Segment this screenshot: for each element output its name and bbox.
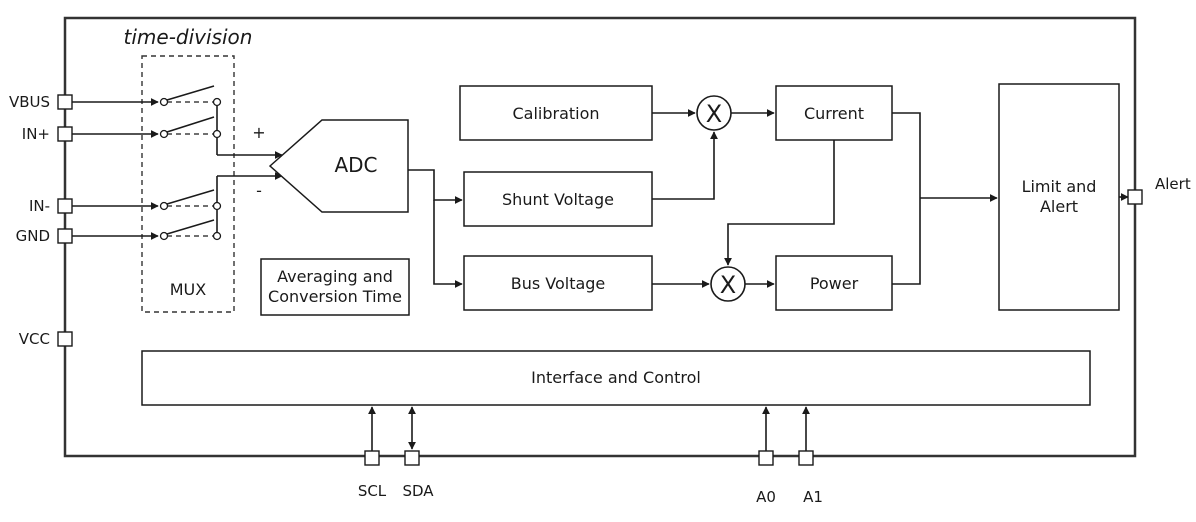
limit-alert-label-line2: Alert — [1040, 197, 1078, 216]
pin-in-plus — [57, 126, 73, 142]
input-lines — [72, 98, 159, 240]
pin-gnd-label: GND — [16, 227, 50, 245]
pin-alert-label: Alert — [1155, 175, 1191, 193]
pin-in-minus-label: IN- — [29, 197, 50, 215]
pin-a1 — [798, 450, 814, 466]
bus-voltage-block — [463, 255, 653, 311]
averaging-label-line1: Averaging and — [277, 267, 393, 286]
adc-block — [268, 119, 409, 213]
limit-alert-block — [998, 83, 1120, 311]
pins — [57, 94, 1143, 466]
pin-a0-label: A0 — [756, 488, 776, 506]
calc-lines — [652, 109, 835, 288]
multiplier-power-symbol: X — [720, 271, 736, 299]
pin-sda — [404, 450, 420, 466]
current-block — [775, 85, 893, 141]
mux-label: MUX — [170, 280, 207, 299]
pin-a0 — [758, 450, 774, 466]
shunt-voltage-block — [463, 171, 653, 227]
averaging-label-line2: Conversion Time — [268, 287, 402, 306]
calibration-label: Calibration — [512, 104, 599, 123]
pin-in-plus-label: IN+ — [22, 125, 50, 143]
power-label: Power — [810, 274, 859, 293]
adc-output-lines — [408, 169, 463, 288]
shunt-voltage-label: Shunt Voltage — [502, 190, 614, 209]
adc-plus-sign: + — [252, 123, 265, 142]
averaging-block — [260, 258, 410, 316]
mux-to-adc-lines — [217, 151, 283, 180]
pin-vbus — [57, 94, 73, 110]
limit-input-lines — [892, 112, 998, 285]
calibration-block — [459, 85, 653, 141]
current-label: Current — [804, 104, 864, 123]
limit-alert-label-line1: Limit and — [1022, 177, 1097, 196]
pin-vcc-label: VCC — [19, 330, 50, 348]
pin-alert — [1127, 189, 1143, 205]
mux-switches — [159, 85, 222, 241]
pin-vcc — [57, 331, 73, 347]
bus-lines — [368, 406, 810, 453]
pin-in-minus — [57, 198, 73, 214]
multiplier-power: X — [710, 266, 746, 302]
multiplier-current-symbol: X — [706, 100, 722, 128]
interface-block — [141, 350, 1091, 406]
pin-gnd — [57, 228, 73, 244]
pin-a1-label: A1 — [803, 488, 823, 506]
mux-box — [141, 55, 235, 313]
adc-label: ADC — [334, 153, 377, 177]
adc-minus-sign: - — [256, 181, 262, 200]
power-block — [775, 255, 893, 311]
pin-scl-label: SCL — [358, 482, 387, 500]
multiplier-current: X — [696, 95, 732, 131]
pin-sda-label: SDA — [402, 482, 434, 500]
interface-label: Interface and Control — [531, 368, 701, 387]
pin-scl — [364, 450, 380, 466]
pin-vbus-label: VBUS — [9, 93, 50, 111]
bus-voltage-label: Bus Voltage — [511, 274, 606, 293]
mux-note: time-division — [124, 25, 253, 49]
